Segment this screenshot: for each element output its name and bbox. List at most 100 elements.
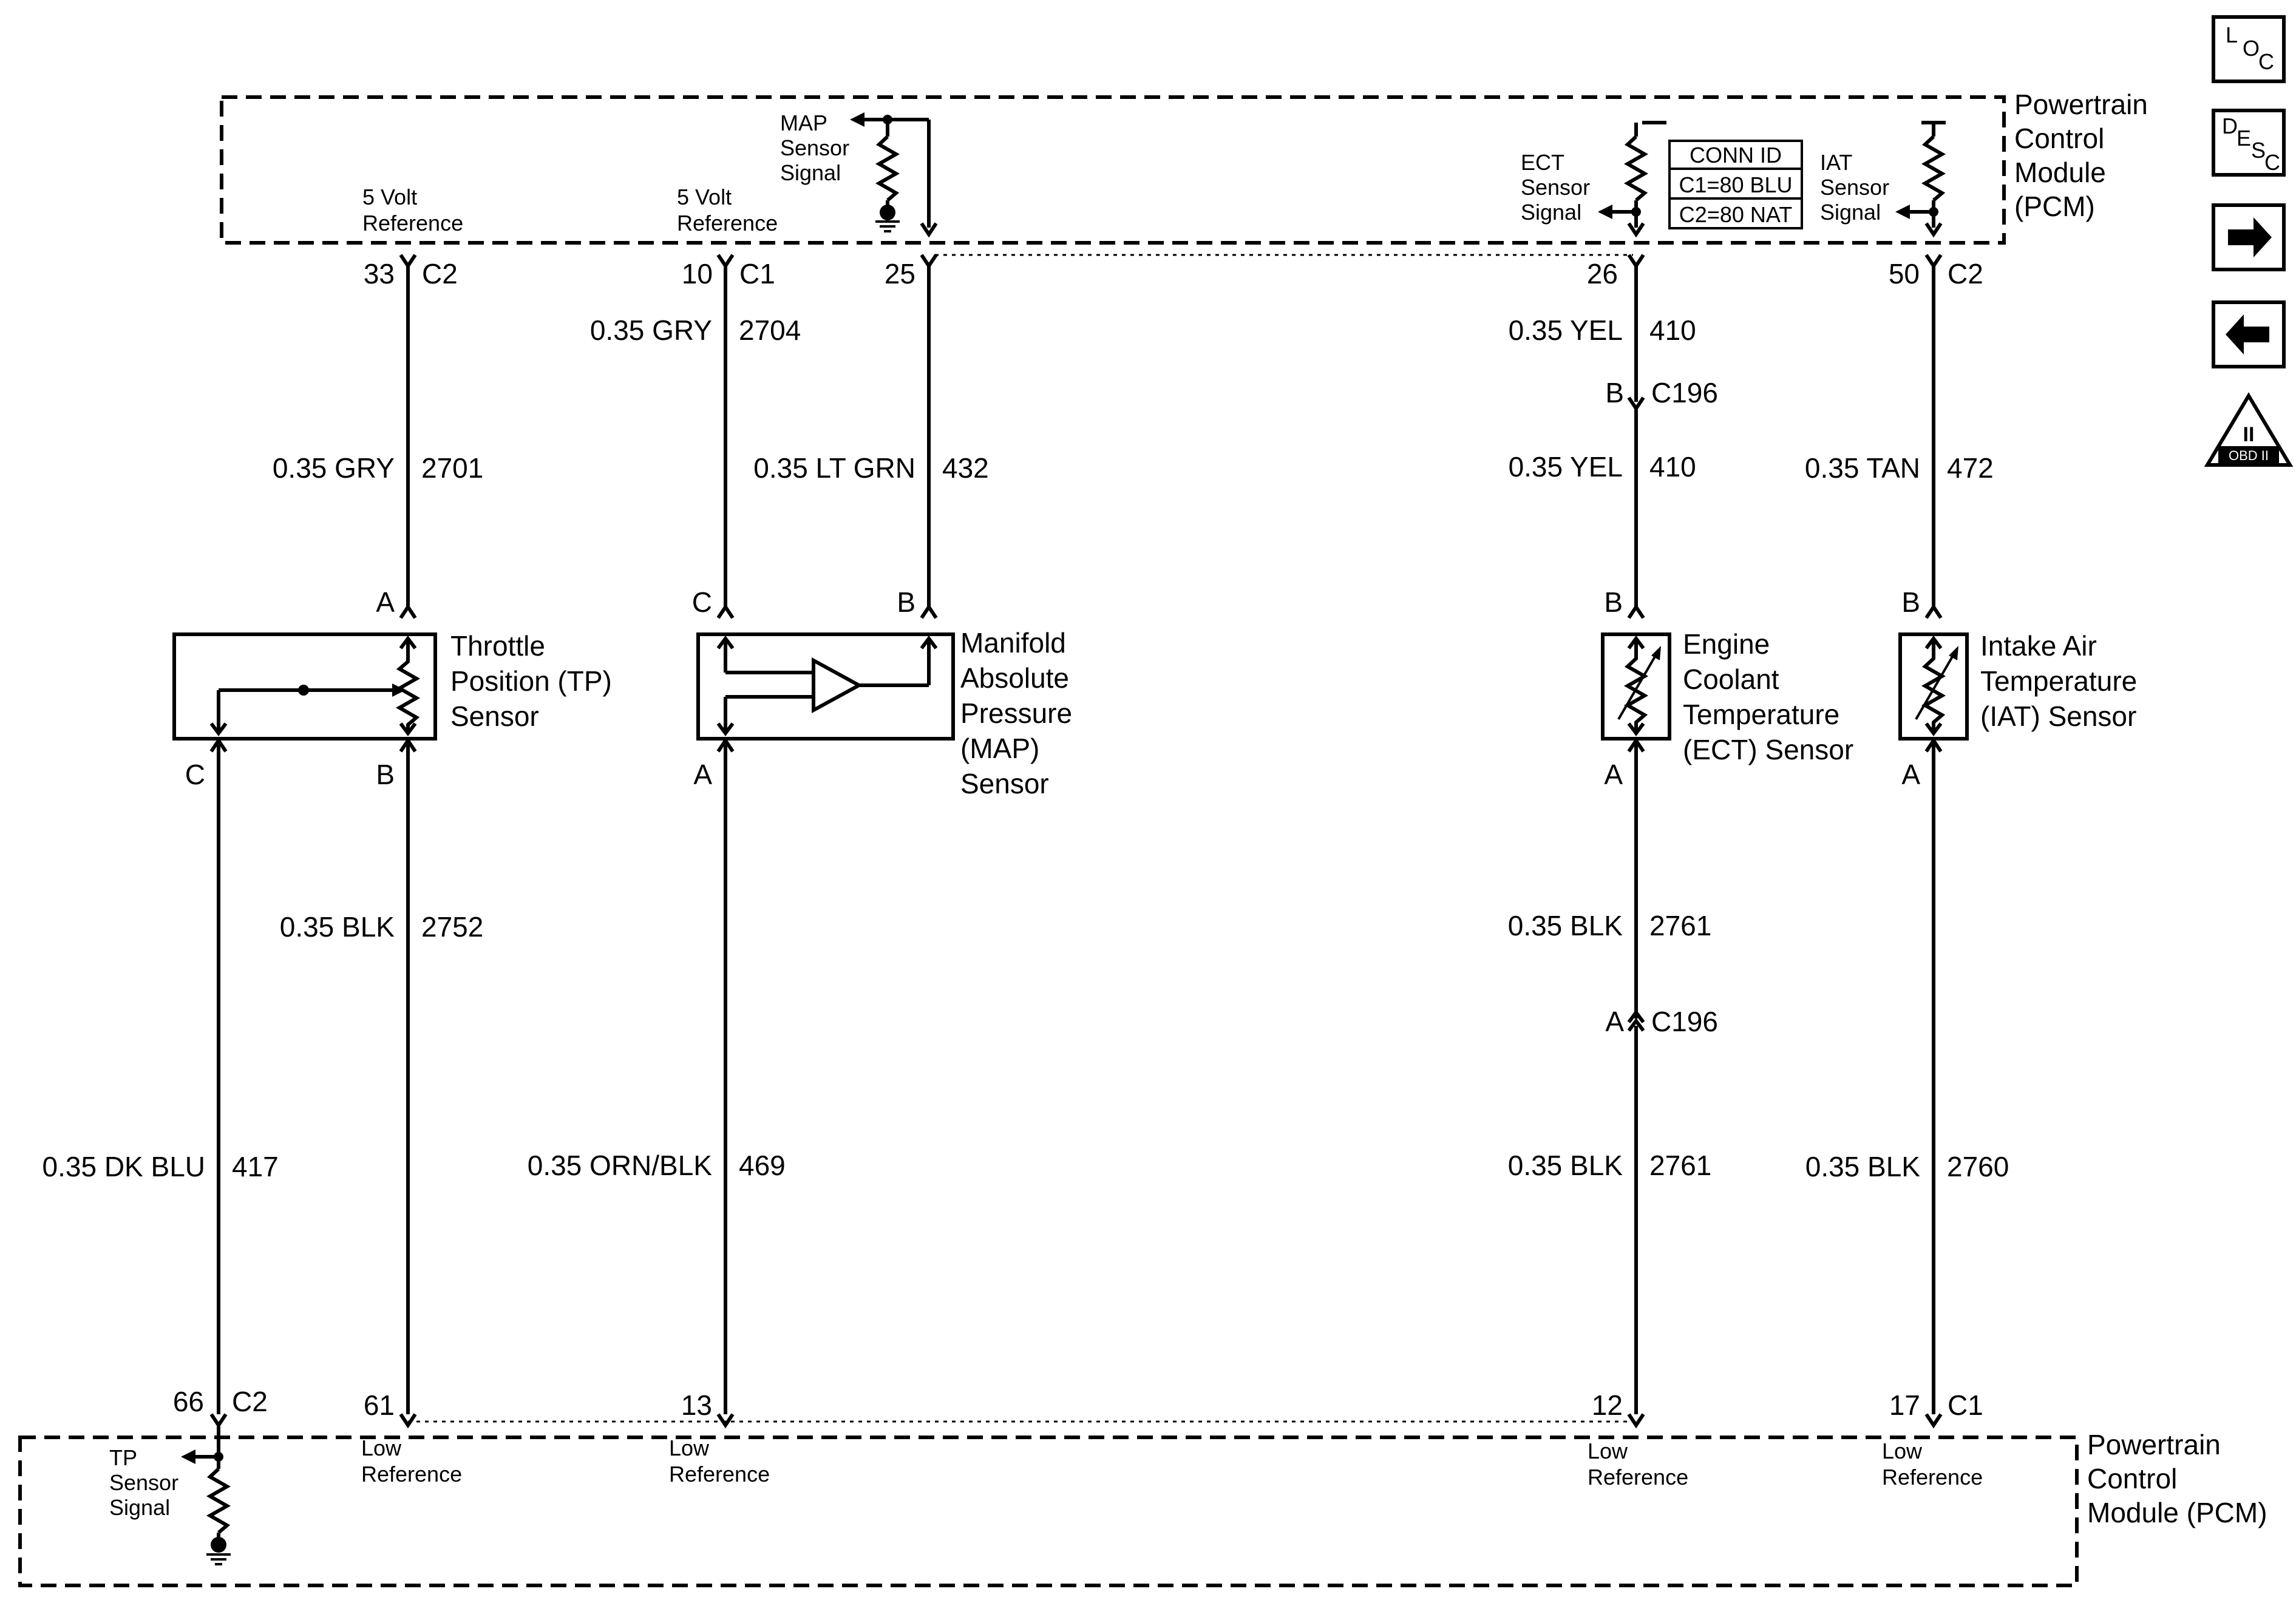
wire-iat-signal	[1924, 254, 1943, 619]
ect-pin-b: B	[1604, 586, 1623, 618]
pcm-top-title: Powertrain Control Module (PCM)	[2014, 89, 2156, 222]
loc-icon-letter: O	[2243, 36, 2260, 61]
ect-sensor-label: Engine Coolant Temperature (ECT) Sensor	[1683, 628, 1853, 765]
iat-pin-b: B	[1901, 586, 1920, 618]
wire-tp-low-reference	[399, 737, 417, 1429]
tp-sensor: A C B Throttle Position (TP) Sensor	[172, 586, 612, 790]
map-sensor: C B A Manifold Absolute Pressure (MAP) S…	[692, 586, 1080, 799]
iat-signal-pullup-resistor	[1895, 121, 1946, 238]
arrow-right-icon	[2228, 217, 2272, 257]
top-pin-connector: C1	[739, 258, 775, 290]
pcm-bottom-title: Powertrain Control Module (PCM)	[2087, 1429, 2267, 1528]
bottom-pin-number: 17	[1889, 1389, 1920, 1421]
conn-id-title: CONN ID	[1690, 143, 1782, 168]
pcm-top-outline	[220, 95, 2006, 245]
top-pin-number: 10	[682, 258, 713, 290]
map-sensor-signal-label: MAP Sensor Signal	[780, 110, 855, 185]
top-pin-number: 50	[1889, 258, 1920, 290]
iat-pin-a: A	[1901, 759, 1920, 790]
pcm-bottom-outline	[18, 1436, 2079, 1587]
wire-color-label: 0.35 BLK	[280, 911, 395, 943]
bottom-pin-connector: C2	[232, 1386, 268, 1417]
wire-iat-low-reference	[1924, 737, 1943, 1429]
ect-pin-a: A	[1604, 759, 1623, 790]
wire-circuit-number: 417	[232, 1151, 279, 1182]
top-pin-connector: C2	[1948, 258, 1983, 290]
tp-pin-b: B	[376, 759, 395, 790]
description-button[interactable]: D E S C	[2212, 109, 2286, 177]
wire-circuit-number: 410	[1649, 451, 1696, 483]
wire-circuit-number: 410	[1649, 314, 1696, 346]
wire-circuit-number: 2752	[421, 911, 483, 943]
tp-5v-reference-label: 5 Volt Reference	[362, 185, 463, 236]
wire-map-5v-reference	[716, 254, 735, 619]
bottom-pin-number: 61	[364, 1389, 395, 1421]
iat-sensor-body	[1898, 632, 1969, 741]
wire-circuit-number: 469	[739, 1150, 786, 1181]
wire-tp-signal	[209, 737, 228, 1429]
wire-ect-low-reference	[1627, 737, 1645, 1429]
wire-color-label: 0.35 YEL	[1509, 451, 1623, 483]
map-sensor-label: Manifold Absolute Pressure (MAP) Sensor	[960, 627, 1080, 799]
c196-upper-name: C196	[1651, 377, 1718, 408]
desc-icon-letter: S	[2251, 138, 2266, 163]
ect-sensor-signal-label: ECT Sensor Signal	[1521, 150, 1596, 225]
obd-ii-button[interactable]: II OBD II	[2204, 392, 2294, 467]
wire-map-low-reference	[716, 737, 735, 1429]
pcm-top-block: Powertrain Control Module (PCM) 5 Volt R…	[220, 89, 2156, 245]
wire-ect-signal	[1627, 254, 1645, 619]
next-page-button[interactable]	[2212, 203, 2286, 271]
previous-page-button[interactable]	[2212, 300, 2286, 368]
wire-color-label: 0.35 YEL	[1509, 314, 1623, 346]
map-sensor-body	[696, 632, 955, 741]
top-pin-number: 25	[885, 258, 915, 290]
iat-sensor: B A Intake Air Temperature (IAT) Sensor	[1898, 586, 2145, 790]
wire-circuit-number: 432	[942, 452, 989, 484]
wire-circuit-number: 2704	[739, 314, 801, 346]
wire-color-label: 0.35 TAN	[1805, 452, 1920, 484]
low-reference-label: Low Reference	[1588, 1439, 1688, 1490]
wire-color-label: 0.35 BLK	[1508, 1150, 1623, 1181]
c196-upper-pin: B	[1605, 377, 1624, 408]
map-signal-pullup-resistor	[850, 112, 938, 238]
bottom-pin-number: 13	[681, 1389, 712, 1421]
wire-circuit-number: 2761	[1649, 910, 1711, 941]
ect-sensor-body	[1601, 632, 1671, 741]
wire-color-label: 0.35 GRY	[273, 452, 395, 484]
low-reference-label: Low Reference	[669, 1436, 770, 1486]
top-pin-number: 26	[1587, 258, 1618, 290]
arrow-left-icon	[2226, 314, 2269, 354]
side-navigation: L O C D E S C II OBD II	[2204, 15, 2294, 467]
ect-sensor: B A Engine Coolant Temperature (ECT) Sen…	[1601, 586, 1853, 790]
c196-lower-name: C196	[1651, 1006, 1718, 1037]
wire-circuit-number: 2701	[421, 452, 483, 484]
map-5v-reference-label: 5 Volt Reference	[677, 185, 778, 236]
bottom-pin-number: 66	[173, 1386, 204, 1417]
wire-color-label: 0.35 GRY	[590, 314, 712, 346]
conn-id-c2: C2=80 NAT	[1679, 202, 1792, 227]
tp-sensor-body	[172, 632, 437, 741]
top-pin-row: 33 C2 10 C1 25 26 50 C2	[364, 258, 1983, 290]
wire-color-label: 0.35 BLK	[1508, 910, 1623, 941]
tp-sensor-signal-label: TP Sensor Signal	[109, 1445, 185, 1520]
bottom-pin-row: 66 C2 61 13 12 17 C1	[173, 1386, 1983, 1421]
bottom-pin-connector: C1	[1948, 1389, 1983, 1421]
desc-icon-letter: D	[2222, 114, 2238, 138]
iat-sensor-label: Intake Air Temperature (IAT) Sensor	[1980, 630, 2145, 732]
conn-id-box: CONN ID C1=80 BLU C2=80 NAT	[1668, 140, 1803, 229]
iat-sensor-signal-label: IAT Sensor Signal	[1820, 150, 1895, 225]
obd-ii-label: OBD II	[2229, 448, 2269, 463]
pcm-bottom-block: Powertrain Control Module (PCM) TP Senso…	[18, 1426, 2267, 1587]
wire-color-label: 0.35 BLK	[1805, 1151, 1921, 1182]
wire-color-label: 0.35 LT GRN	[753, 452, 915, 484]
tp-pin-a: A	[376, 586, 395, 618]
location-button[interactable]: L O C	[2212, 15, 2286, 83]
loc-icon-letter: L	[2226, 22, 2238, 47]
wire-circuit-number: 472	[1947, 452, 1994, 484]
wire-circuit-number: 2760	[1947, 1151, 2009, 1182]
wire-labels: 0.35 GRY 2701 0.35 GRY 2704 0.35 LT GRN …	[42, 314, 2009, 1182]
bottom-pin-number: 12	[1592, 1389, 1623, 1421]
connector-c196: B C196 A C196	[1605, 377, 1718, 1037]
wire-map-signal	[920, 254, 938, 619]
